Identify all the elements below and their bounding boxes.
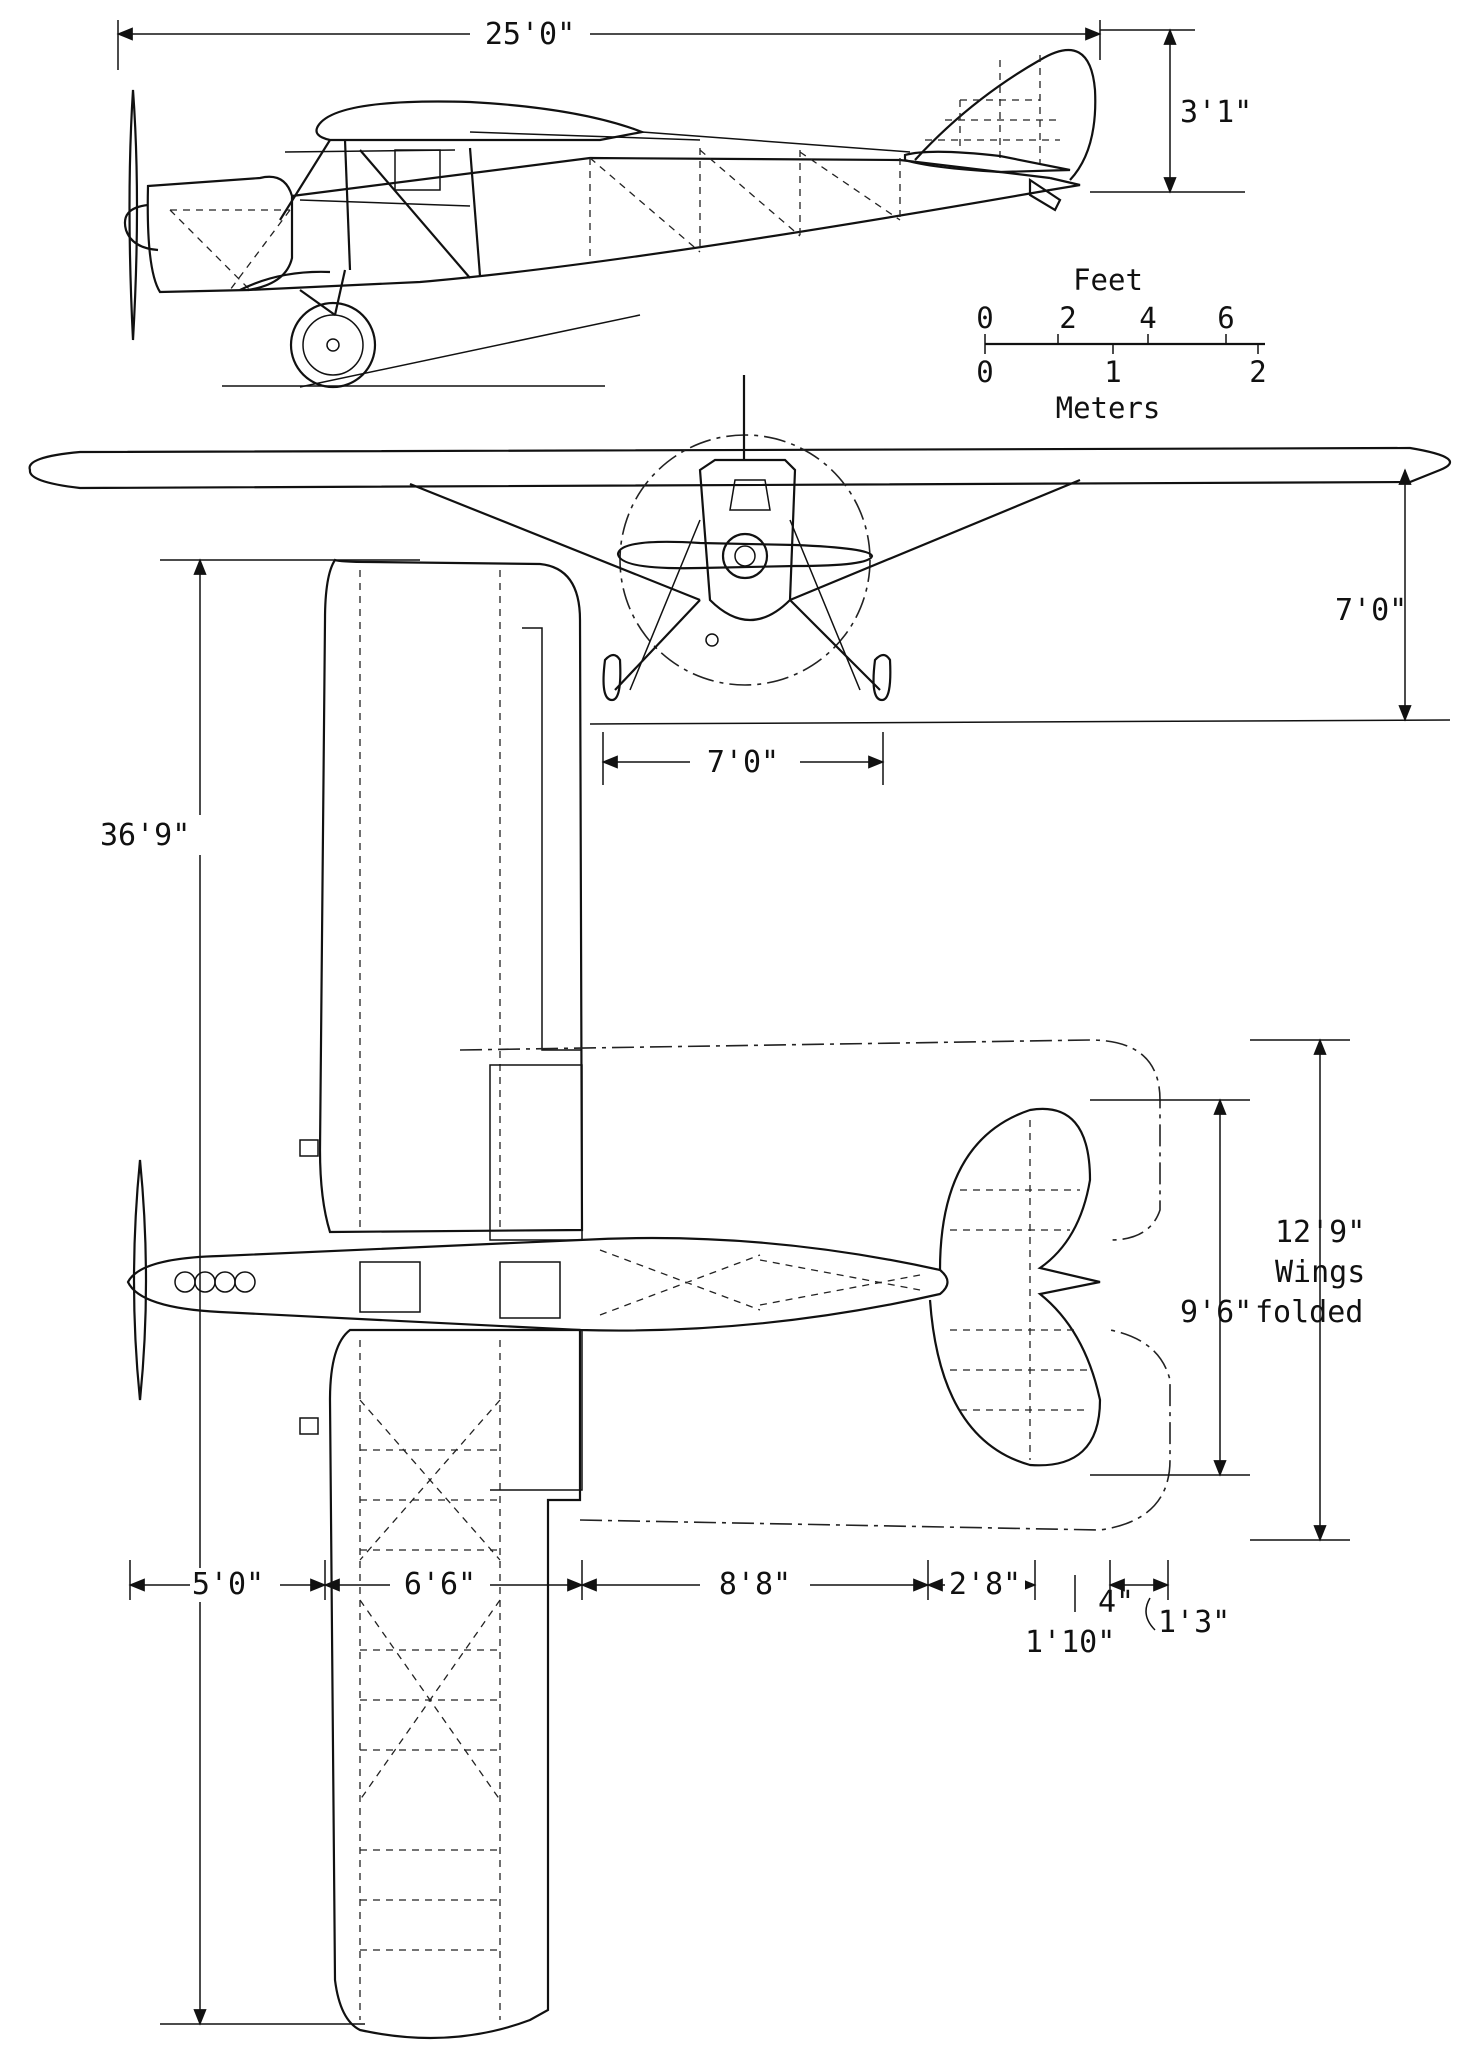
scale-feet-tick-6: 6	[1217, 301, 1234, 335]
scale-feet-tick-4: 4	[1139, 301, 1156, 335]
scale-feet-tick-0: 0	[976, 301, 993, 335]
side-view: 25'0" 3'1"	[116, 16, 1252, 389]
dim-height: 3'1"	[1180, 95, 1252, 130]
top-view: 36'9" 12'9" Wings folded 9'6" 5'0" 6'6" …	[90, 558, 1365, 2040]
dim-overall-length: 25'0"	[485, 17, 575, 52]
dim-1-3: 1'3"	[1158, 1605, 1230, 1640]
scale-bar: Feet 0 2 4 6 0 1 2 Meters	[976, 263, 1266, 425]
dim-folded-note-wings: Wings	[1275, 1255, 1365, 1290]
dim-wing-to-tail: 8'8"	[719, 1567, 791, 1602]
dim-track: 7'0"	[707, 745, 779, 780]
scale-feet-label: Feet	[1073, 263, 1143, 297]
scale-meters-label: Meters	[1056, 391, 1161, 425]
dim-1-10: 1'10"	[1025, 1625, 1115, 1660]
dim-nose-to-wing: 5'0"	[192, 1567, 264, 1602]
dim-wing-height: 7'0"	[1335, 593, 1407, 628]
front-view: 7'0" 7'0"	[28, 375, 1452, 785]
dim-folded-note-folded: folded	[1255, 1295, 1363, 1330]
scale-feet-tick-2: 2	[1059, 301, 1076, 335]
dim-tail-chord: 2'8"	[949, 1567, 1021, 1602]
dim-wing-chord: 6'6"	[404, 1567, 476, 1602]
scale-meters-tick-0: 0	[976, 355, 993, 389]
scale-meters-tick-1: 1	[1104, 355, 1121, 389]
dim-4-in: 4"	[1098, 1585, 1134, 1620]
scale-meters-tick-2: 2	[1249, 355, 1266, 389]
dim-span: 36'9"	[100, 818, 190, 853]
dim-folded-width: 12'9"	[1275, 1215, 1365, 1250]
dim-tail-span: 9'6"	[1180, 1295, 1252, 1330]
